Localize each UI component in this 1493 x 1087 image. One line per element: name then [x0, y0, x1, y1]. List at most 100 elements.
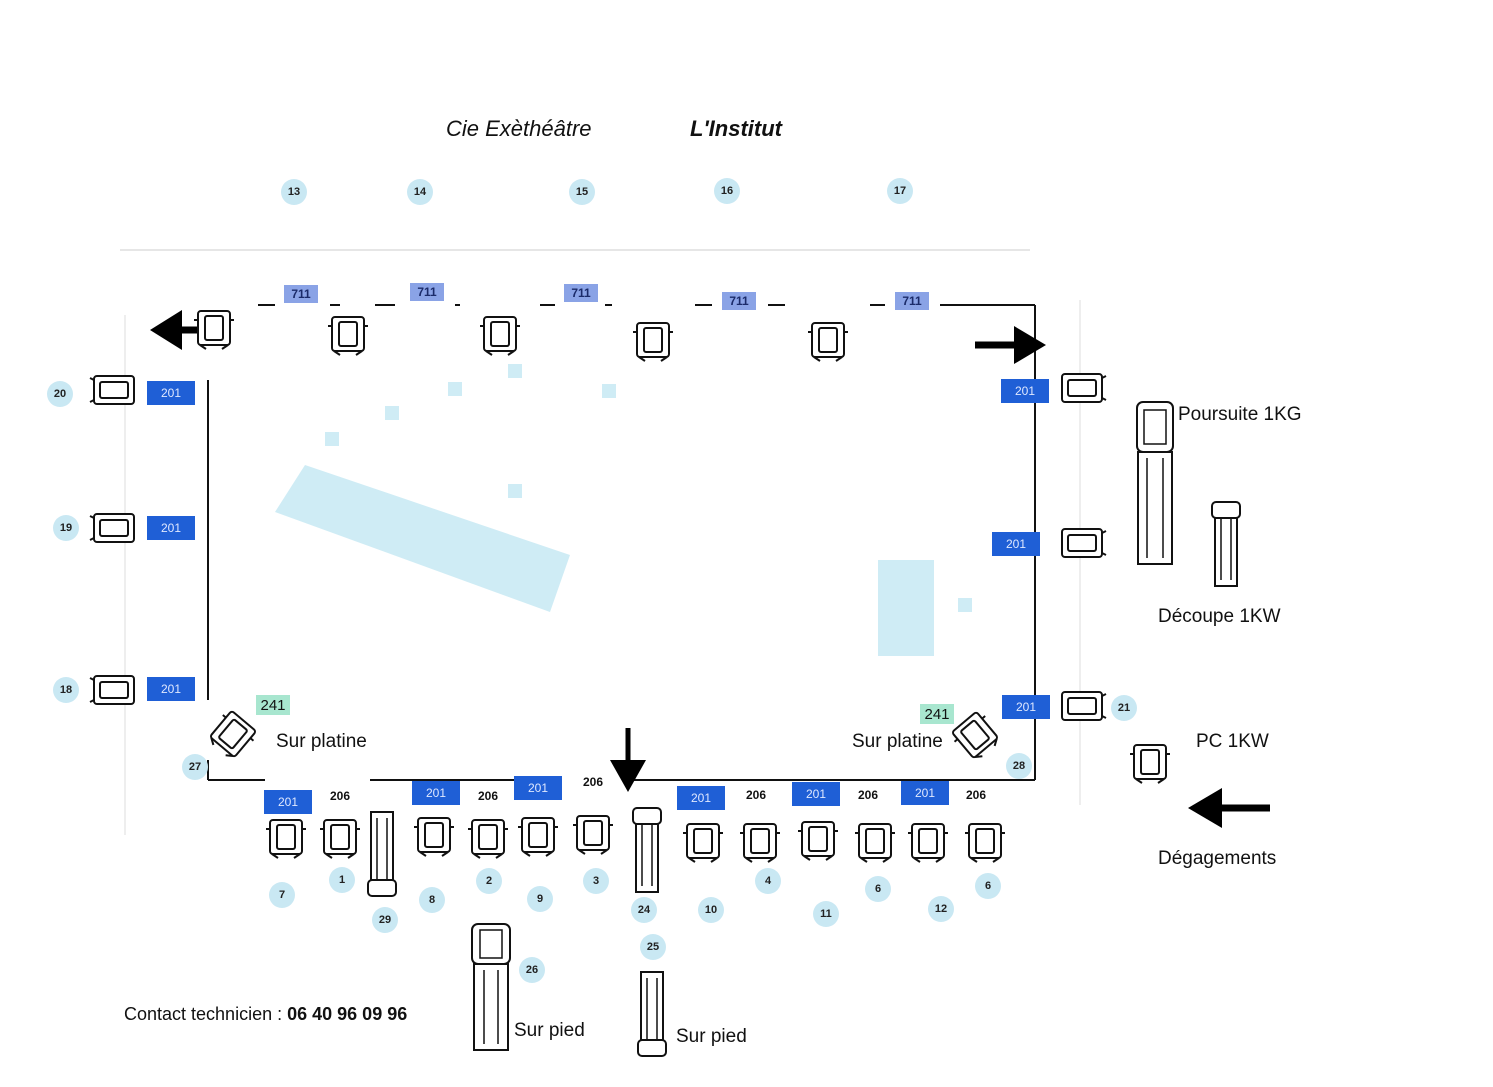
fixture-number: 18	[53, 677, 79, 703]
profile-spot-icon	[632, 807, 662, 893]
gel-tag-201: 201	[147, 677, 195, 701]
arrow-down-icon	[610, 728, 646, 792]
fixture-number: 21	[1111, 695, 1137, 721]
gel-tag-241: 241	[920, 704, 954, 724]
gel-tag-201: 201	[901, 781, 949, 805]
gel-tag-711: 711	[722, 292, 756, 310]
gel-tag-201: 201	[264, 790, 312, 814]
gel-tag-711: 711	[284, 285, 318, 303]
projector-icon	[1129, 744, 1171, 784]
fixture-number: 1	[329, 867, 355, 893]
profile-spot-icon	[367, 811, 397, 897]
projector-icon	[739, 823, 781, 863]
fixture-number: 17	[887, 178, 913, 204]
gel-tag-241: 241	[256, 695, 290, 715]
fixture-number: 9	[527, 886, 553, 912]
fixture-number: 4	[755, 868, 781, 894]
projector-icon	[682, 823, 724, 863]
pc-label: PC 1KW	[1196, 731, 1269, 752]
projector-icon	[517, 817, 559, 857]
projector-icon	[1061, 528, 1107, 558]
projector-icon	[265, 819, 307, 859]
fixture-number: 19	[53, 515, 79, 541]
gel-tag-711: 711	[564, 284, 598, 302]
fixture-number: 13	[281, 179, 307, 205]
sur-pied-right-label: Sur pied	[676, 1026, 747, 1047]
fixture-number: 2	[476, 868, 502, 894]
projector-icon	[467, 819, 509, 859]
gel-tag-201: 201	[147, 381, 195, 405]
projector-icon	[193, 310, 235, 350]
arrow-right-icon	[975, 326, 1046, 364]
fixture-number: 27	[182, 754, 208, 780]
decoupe-label: Découpe 1KW	[1158, 606, 1281, 627]
gel-tag-201: 201	[992, 532, 1040, 556]
fixture-number: 6	[865, 876, 891, 902]
projector-icon	[1061, 691, 1107, 721]
scenery-marks	[275, 364, 972, 656]
gel-tag-201: 201	[514, 776, 562, 800]
contact-line: Contact technicien : 06 40 96 09 96	[124, 1004, 407, 1025]
projector-icon	[572, 815, 614, 855]
projector-icon	[89, 375, 135, 405]
gel-tag-206: 206	[329, 789, 351, 803]
gel-tag-201: 201	[677, 786, 725, 810]
gel-tag-201: 201	[147, 516, 195, 540]
fixture-number: 20	[47, 381, 73, 407]
gel-tag-201: 201	[1001, 379, 1049, 403]
gel-tag-206: 206	[582, 775, 604, 789]
gel-tag-711: 711	[410, 283, 444, 301]
contact-phone: 06 40 96 09 96	[287, 1004, 408, 1024]
poursuite-label: Poursuite 1KG	[1178, 404, 1302, 425]
fixture-number: 24	[631, 897, 657, 923]
projector-icon	[327, 316, 369, 356]
gel-tag-206: 206	[477, 789, 499, 803]
gel-tag-201: 201	[412, 781, 460, 805]
fixture-number: 3	[583, 868, 609, 894]
projector-icon	[854, 823, 896, 863]
profile-spot-icon	[1211, 501, 1241, 587]
projector-icon	[947, 708, 1005, 765]
followspot-icon	[1136, 401, 1174, 565]
gel-tag-206: 206	[857, 788, 879, 802]
fixture-number: 16	[714, 178, 740, 204]
fixture-number: 7	[269, 882, 295, 908]
projector-icon	[964, 823, 1006, 863]
company-name: Cie Exèthéâtre	[446, 116, 592, 141]
stage-outline	[207, 304, 1036, 781]
projector-icon	[479, 316, 521, 356]
fixture-number: 8	[419, 887, 445, 913]
projector-icon	[203, 707, 261, 764]
arrow-left-icon	[1188, 788, 1270, 828]
projector-icon	[807, 322, 849, 362]
projector-icon	[1061, 373, 1107, 403]
fixture-number: 28	[1006, 753, 1032, 779]
fixture-number: 15	[569, 179, 595, 205]
sur-platine-right-label: Sur platine	[852, 731, 943, 752]
sur-pied-left-label: Sur pied	[514, 1020, 585, 1041]
fixture-number: 25	[640, 934, 666, 960]
venue-name: L'Institut	[690, 116, 782, 141]
projector-icon	[907, 823, 949, 863]
fixture-number: 6	[975, 873, 1001, 899]
fixture-number: 11	[813, 901, 839, 927]
gel-tag-206: 206	[965, 788, 987, 802]
projector-icon	[632, 322, 674, 362]
projector-icon	[797, 821, 839, 861]
fixture-number: 10	[698, 897, 724, 923]
gel-tag-711: 711	[895, 292, 929, 310]
fixture-number: 26	[519, 957, 545, 983]
projector-icon	[413, 817, 455, 857]
gel-tag-201: 201	[792, 782, 840, 806]
sur-platine-left-label: Sur platine	[276, 731, 367, 752]
profile-spot-icon	[637, 971, 667, 1057]
degagements-label: Dégagements	[1158, 848, 1277, 869]
fixture-number: 14	[407, 179, 433, 205]
projector-icon	[89, 675, 135, 705]
contact-label: Contact technicien :	[124, 1004, 283, 1024]
followspot-icon	[471, 923, 511, 1051]
gel-tag-201: 201	[1002, 695, 1050, 719]
projector-icon	[319, 819, 361, 859]
projector-icon	[89, 513, 135, 543]
